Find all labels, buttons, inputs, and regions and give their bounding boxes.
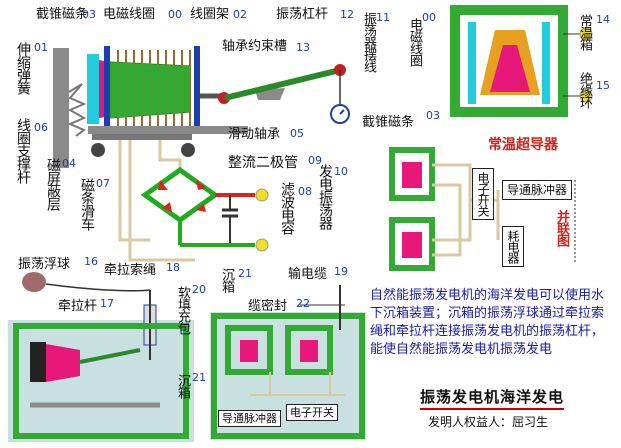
num-01: 01 <box>34 41 48 54</box>
oscillating-float <box>22 272 46 292</box>
label-pendulum-line: 振荡器摆线 <box>361 12 376 72</box>
label-insulation-ring: 绝缘环 <box>577 72 592 108</box>
num-18: 18 <box>166 261 180 274</box>
coil-frame-left <box>104 46 110 132</box>
num-16: 16 <box>84 255 98 268</box>
label-superconductor: 常温超导器 <box>488 137 558 153</box>
parallel-unit-1 <box>389 147 435 201</box>
label-oscillating-float: 振荡浮球 <box>18 257 71 272</box>
num-04: 04 <box>62 157 76 170</box>
coil-core <box>110 62 190 118</box>
label-electronic-switch-bottom: 电子开关 <box>286 404 338 421</box>
num-02: 02 <box>233 8 247 21</box>
wires-main <box>118 140 195 262</box>
carriage-wheel-left <box>91 143 105 157</box>
label-coil-support: 线圈支撑杆 <box>15 118 31 183</box>
label-electronic-switch: 电子开关 <box>472 168 494 220</box>
caisson-unit-2 <box>285 325 333 375</box>
inventor-credit: 发明人权益人：屈习生 <box>428 415 549 429</box>
insulation-right <box>542 22 550 104</box>
num-03: 03 <box>82 8 96 21</box>
num-00: 00 <box>168 8 182 21</box>
num-14: 14 <box>596 13 610 26</box>
label-generator-oscillator: 发电振荡器 <box>317 164 333 229</box>
coil-support-pole <box>53 48 69 168</box>
label-pulling-rod: 牵拉杆 <box>58 299 98 314</box>
label-caisson-side: 沉箱 <box>175 374 190 398</box>
caisson-mid <box>211 313 365 439</box>
label-pulse-conductor: 导通脉冲器 <box>502 180 573 200</box>
output-terminal-top <box>255 188 269 202</box>
label-power-consumer: 耗电器 <box>502 226 524 267</box>
label-parallel-diagram: 并联图 <box>554 210 569 246</box>
caisson-unit-1 <box>225 325 273 375</box>
constant-temp-box <box>450 5 568 117</box>
label-em-coil-right: 电磁线圈 <box>407 18 422 66</box>
label-magnet-carriage: 磁条滑车 <box>79 178 95 230</box>
pulling-rope <box>45 283 151 292</box>
label-pulse-conductor-bottom: 导通脉冲器 <box>218 410 281 427</box>
insulation-left <box>468 22 476 104</box>
num-15: 15 <box>596 79 610 92</box>
label-magnetic-shield: 磁屏蔽层 <box>45 158 61 210</box>
label-truncated-magnet-right: 截锥磁条 <box>362 115 415 130</box>
label-caisson-top: 沉箱 <box>219 268 234 292</box>
caisson-left <box>13 323 189 439</box>
label-transmission-cable: 输电缆 <box>288 267 328 282</box>
num-07: 07 <box>96 177 110 190</box>
telescopic-spring <box>67 83 87 137</box>
label-constant-temp-box: 常温箱 <box>577 14 592 50</box>
num-08: 08 <box>298 185 312 198</box>
carriage-wheel-right <box>181 143 195 157</box>
magnetic-shield <box>87 54 99 124</box>
num-17: 17 <box>100 297 114 310</box>
num-06: 06 <box>34 121 48 134</box>
num-10: 10 <box>334 165 348 178</box>
num-11: 11 <box>376 11 390 24</box>
label-em-coil: 电磁线圈 <box>103 7 156 22</box>
num-00-right: 00 <box>422 11 436 24</box>
num-20: 20 <box>192 283 206 296</box>
num-21-side: 21 <box>192 371 206 384</box>
description-text: 自然能振荡发电机的海洋发电可以使用水下沉箱装置；沉箱的振荡浮球通过牵拉索绳和牵拉… <box>370 288 605 357</box>
label-truncated-magnet: 截锥磁条 <box>36 7 89 22</box>
num-19: 19 <box>334 265 348 278</box>
label-telescopic-spring: 伸缩弹簧 <box>15 42 31 94</box>
label-soft-filler-pack: 软填充包 <box>175 286 190 334</box>
num-05: 05 <box>290 127 304 140</box>
coil-frame-right <box>194 46 200 132</box>
num-09: 09 <box>308 154 322 167</box>
rail <box>88 126 248 134</box>
output-terminal-bottom <box>255 238 269 252</box>
label-coil-frame: 线圈架 <box>190 7 230 22</box>
num-22: 22 <box>296 297 310 310</box>
num-13: 13 <box>296 41 310 54</box>
label-filter-capacitor: 滤波电容 <box>279 182 295 234</box>
oscillating-lever <box>224 67 341 101</box>
label-oscillating-lever: 振荡杠杆 <box>276 7 329 22</box>
label-bearing-groove: 轴承约束槽 <box>222 39 288 54</box>
rectifier-bridge <box>140 166 220 224</box>
num-12: 12 <box>340 8 354 21</box>
label-sliding-bearing: 滑动轴承 <box>228 127 281 142</box>
num-21-top: 21 <box>238 267 252 280</box>
parallel-unit-2 <box>389 217 435 271</box>
magnet-cone <box>490 45 530 92</box>
label-rectifier-diode: 整流二极管 <box>228 155 298 171</box>
num-03-right: 03 <box>426 109 440 122</box>
diagram-title: 振荡发电机海洋发电 <box>420 386 565 410</box>
label-pulling-rope: 牵拉索绳 <box>104 263 157 278</box>
carriage-bar <box>92 134 192 140</box>
label-cable-seal: 缆密封 <box>248 299 288 314</box>
